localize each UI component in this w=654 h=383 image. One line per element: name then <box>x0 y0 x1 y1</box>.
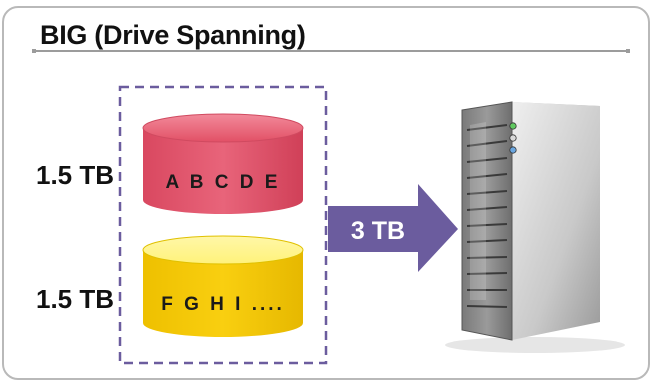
hard-drive-icon: F G H I .... <box>142 235 304 337</box>
drive-1-size-label: 1.5 TB <box>36 160 115 190</box>
hard-drive-icon: A B C D E <box>142 113 304 214</box>
title-divider <box>32 49 630 53</box>
arrow-right-icon: 3 TB <box>328 184 458 272</box>
diagram-title: BIG (Drive Spanning) <box>40 20 306 50</box>
server-tower-icon <box>445 101 625 353</box>
drive-1-content: A B C D E <box>166 172 281 193</box>
drive-2-size-label: 1.5 TB <box>36 284 115 314</box>
drive-2-content: F G H I .... <box>161 294 285 315</box>
total-size-label: 3 TB <box>351 217 405 245</box>
spanned-volume-border <box>118 85 328 365</box>
